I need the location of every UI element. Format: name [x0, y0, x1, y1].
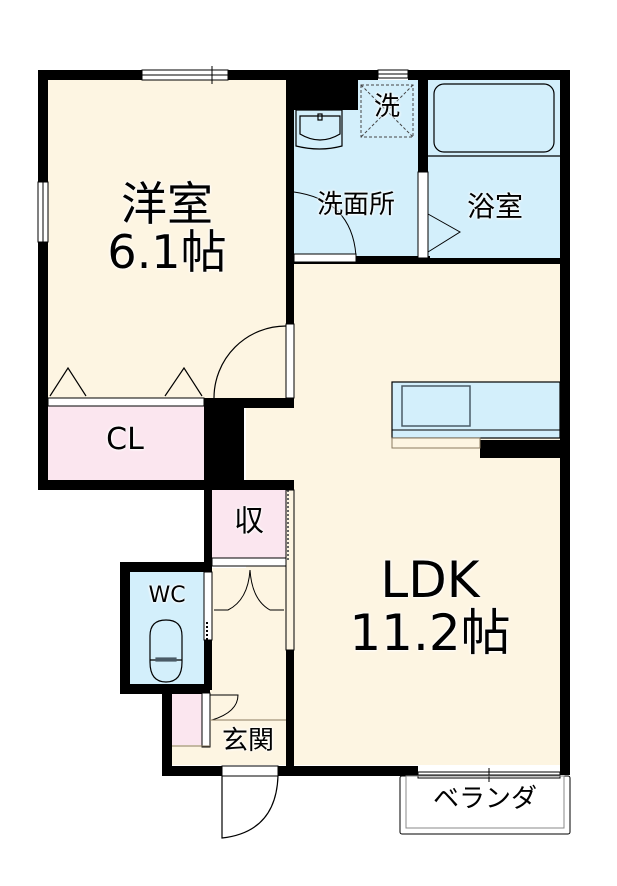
ldk-name: LDK [380, 551, 480, 609]
toilet-icon [149, 619, 183, 683]
western-room-door-arc [213, 325, 287, 399]
ldk-floor [246, 262, 561, 765]
bathroom-floor [428, 80, 560, 258]
hallway-door-arc-left [214, 569, 251, 611]
closet-door-fold-right [164, 366, 203, 397]
storage-label: 収 [234, 504, 264, 539]
closet-label: CL [106, 422, 144, 457]
toilet-door [203, 571, 213, 641]
closet-floor [48, 400, 204, 480]
washbasin-icon [295, 109, 343, 150]
storage-door [211, 557, 287, 567]
washroom-door [293, 253, 357, 263]
entrance-inner-door-arc [210, 694, 239, 721]
ldk-label: LDK 11.2帖 [330, 554, 530, 659]
storage-floor [212, 490, 286, 558]
toilet-floor [130, 572, 204, 684]
western-room-size: 6.1帖 [107, 225, 227, 280]
washer-space-icon [360, 84, 414, 138]
front-door-arc [221, 775, 279, 839]
shoe-storage-floor [172, 693, 202, 745]
closet-door [47, 397, 205, 407]
western-room-label: 洋室 6.1帖 [92, 180, 242, 277]
toilet-label: WC [148, 583, 186, 608]
washroom-label: 洗面所 [316, 190, 395, 220]
western-room-door [285, 323, 295, 399]
hallway-door-arc-right [249, 569, 284, 611]
bathroom-label: 浴室 [466, 190, 523, 223]
entrance-label: 玄関 [221, 726, 274, 756]
walls [38, 70, 570, 776]
front-door [221, 765, 279, 777]
hallway-floor [208, 568, 290, 765]
washer-space-label: 洗 [373, 92, 400, 122]
windows [37, 66, 561, 782]
bathtub-icon [428, 83, 560, 157]
ldk-size: 11.2帖 [349, 603, 511, 662]
kitchen-counter [391, 381, 561, 449]
bathroom-door [417, 171, 461, 259]
washroom-door-arc [293, 191, 357, 257]
veranda [399, 775, 571, 835]
shoe-storage-door [201, 692, 211, 748]
kitchen-sink-icon [401, 385, 471, 427]
veranda-label: ベランダ [432, 784, 537, 814]
western-room-name: 洋室 [121, 177, 213, 231]
closet-door-fold-left [49, 366, 87, 397]
